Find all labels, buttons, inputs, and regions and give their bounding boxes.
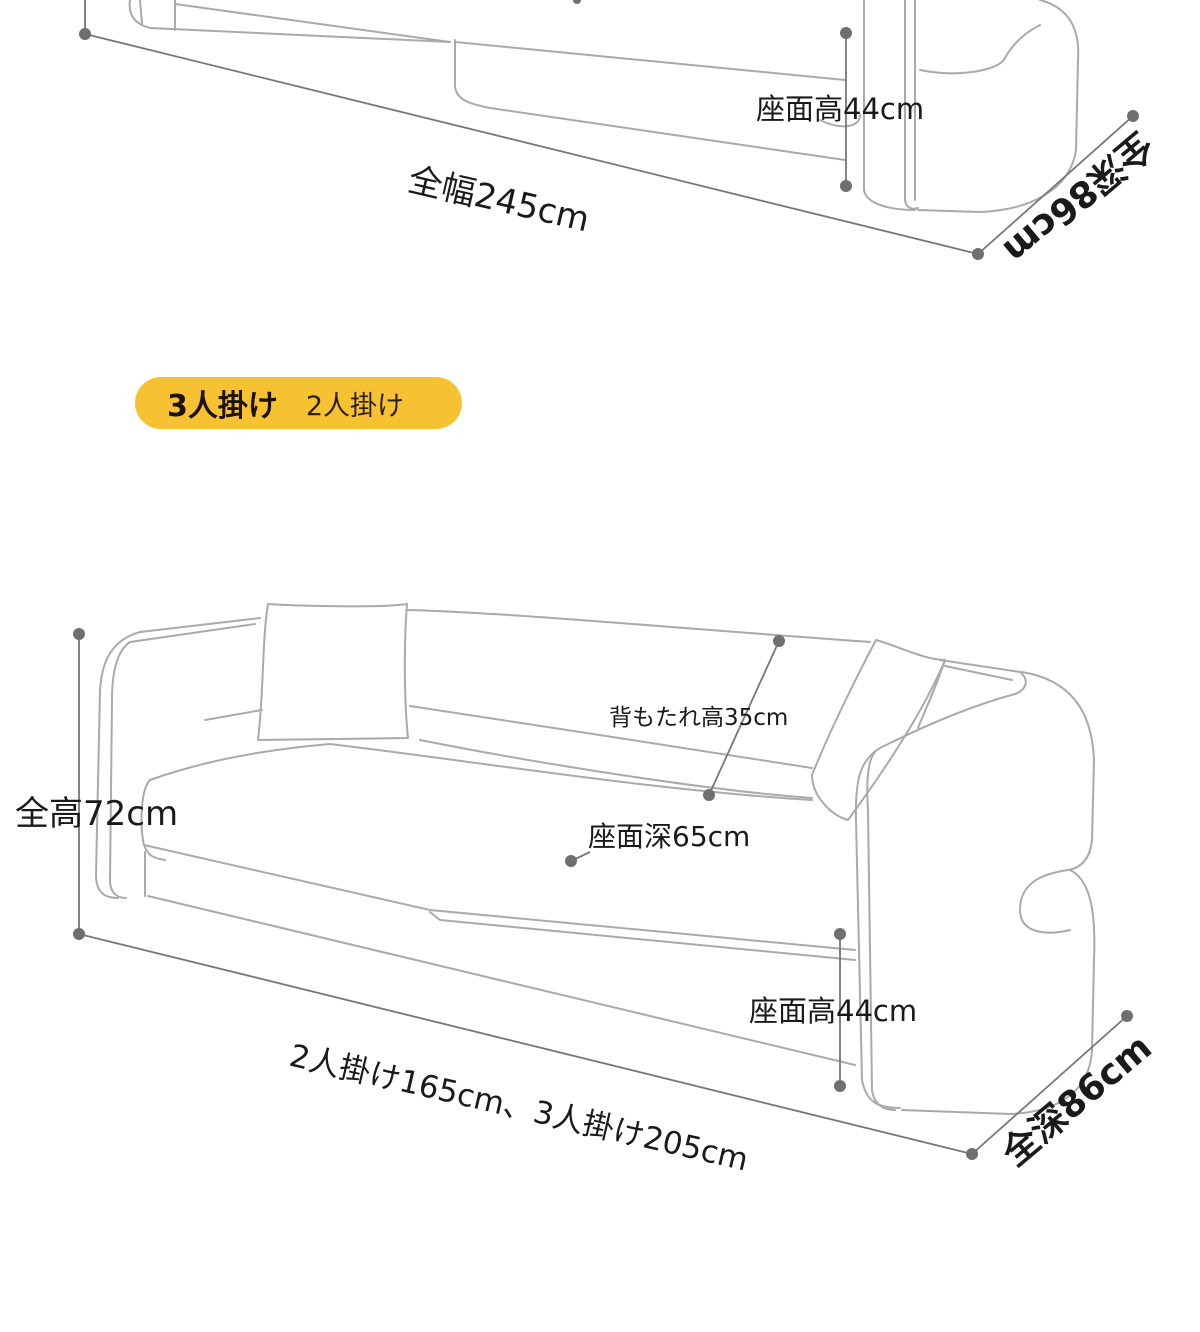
top-dimension-dots bbox=[79, 0, 1139, 260]
size-option-3-seat[interactable]: 3人掛け bbox=[167, 389, 278, 424]
bottom-dimension-dots bbox=[73, 628, 1133, 1160]
top-sofa-outline bbox=[128, 0, 1080, 213]
bottom-dimension-lines bbox=[78, 634, 1128, 1155]
seat-depth-label: 座面深65cm bbox=[588, 820, 751, 853]
back-height-label: 背もたれ高35cm bbox=[609, 705, 789, 731]
total-height-label: 全高72cm bbox=[15, 794, 179, 834]
size-option-2-seat[interactable]: 2人掛け bbox=[305, 390, 405, 422]
top-seat-height-label: 座面高44cm bbox=[756, 92, 925, 126]
bottom-seat-height-label: 座面高44cm bbox=[749, 994, 918, 1028]
size-toggle[interactable]: 3人掛け 2人掛け bbox=[135, 377, 462, 429]
bottom-sofa-outline bbox=[95, 603, 1096, 1115]
top-dimension-lines bbox=[84, 0, 1134, 255]
